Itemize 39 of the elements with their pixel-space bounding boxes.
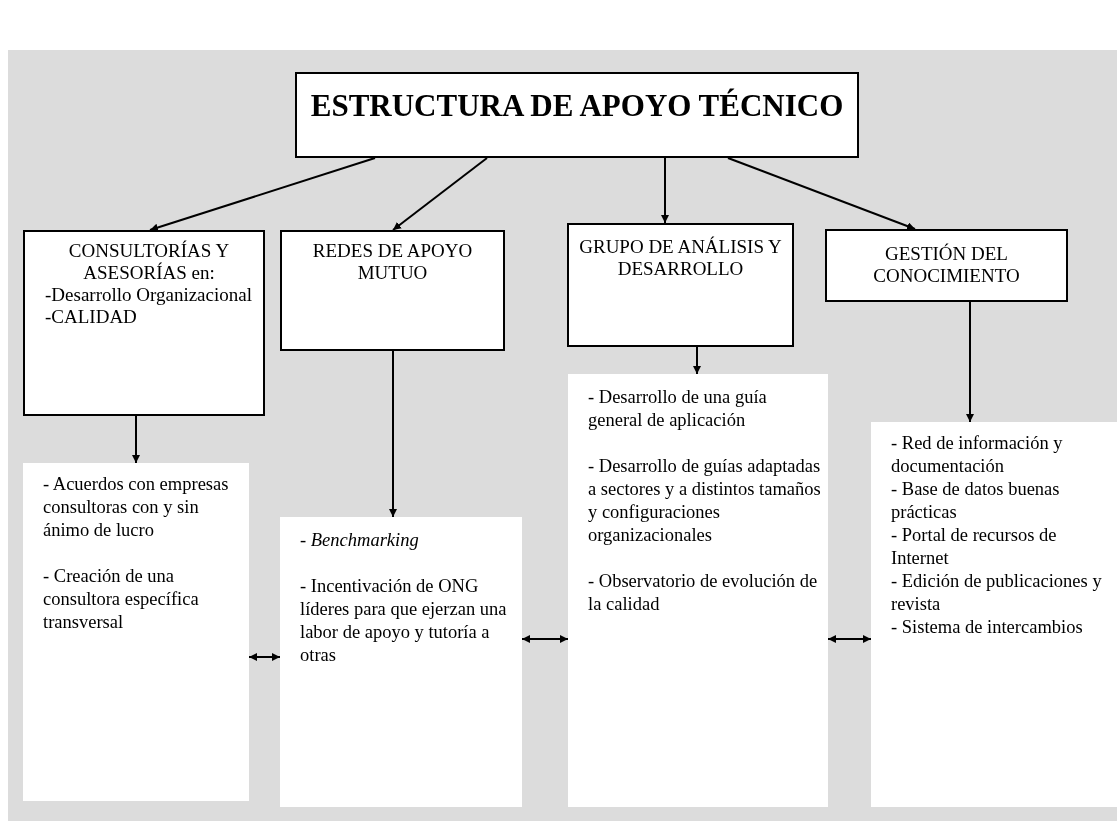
- list-item-text: -Desarrollo Organizacional: [45, 284, 253, 306]
- heading-text: CONSULTORÍAS Y ASESORÍAS en:: [67, 240, 231, 284]
- list-item-text: - Portal de recursos de Internet: [891, 524, 1058, 570]
- detail-panel: [280, 517, 522, 807]
- category-box: [567, 223, 794, 347]
- list-item-text: - Base de datos buenas prácticas: [891, 478, 1061, 524]
- list-item-text: - Desarrollo de guías adaptadas a sectores y a distintos tamaños y configuraciones organizacionales: [588, 455, 822, 547]
- category-box: [23, 230, 265, 416]
- list-item-text: - Sistema de intercambios: [891, 616, 1084, 639]
- list-item-text: - Desarrollo de una guía general de aplicación: [588, 386, 768, 432]
- heading-text: GRUPO DE ANÁLISIS Y DESARROLLO: [578, 236, 783, 280]
- arrow: [727, 157, 916, 230]
- arrow: [389, 350, 397, 518]
- arrow: [392, 157, 488, 231]
- detail-panel: [871, 422, 1117, 807]
- list-item-text: - Acuerdos con empresas consultoras con y sin ánimo de lucro: [43, 473, 230, 542]
- list-item-text: - Creación de una consultora específica transversal: [43, 565, 200, 634]
- category-box: [825, 229, 1068, 302]
- heading-text: GESTIÓN DEL CONOCIMIENTO: [872, 243, 1021, 287]
- arrow: [149, 157, 376, 232]
- arrow: [521, 635, 569, 643]
- arrow: [693, 346, 701, 375]
- detail-panel: [23, 463, 249, 801]
- arrow: [248, 653, 281, 661]
- detail-panel: [568, 374, 828, 807]
- list-item-text: - Incentivación de ONG líderes para que ejerzan una labor de apoyo y tutoría a otras: [300, 575, 508, 667]
- category-box: [280, 230, 505, 351]
- arrow: [132, 415, 140, 464]
- list-item-text: - Red de información y documentación: [891, 432, 1064, 478]
- title-box: [295, 72, 859, 158]
- arrow: [827, 635, 872, 643]
- title-text: ESTRUCTURA DE APOYO TÉCNICO: [309, 88, 845, 124]
- list-item-text: - Benchmarking: [300, 529, 420, 552]
- arrow: [661, 157, 669, 224]
- list-item-text: - Observatorio de evolución de la calidad: [588, 570, 819, 616]
- list-item-text: - Edición de publicaciones y revista: [891, 570, 1103, 616]
- heading-text: REDES DE APOYO MUTUO: [311, 240, 474, 284]
- arrow: [966, 301, 974, 423]
- list-item-text: -CALIDAD: [45, 306, 138, 328]
